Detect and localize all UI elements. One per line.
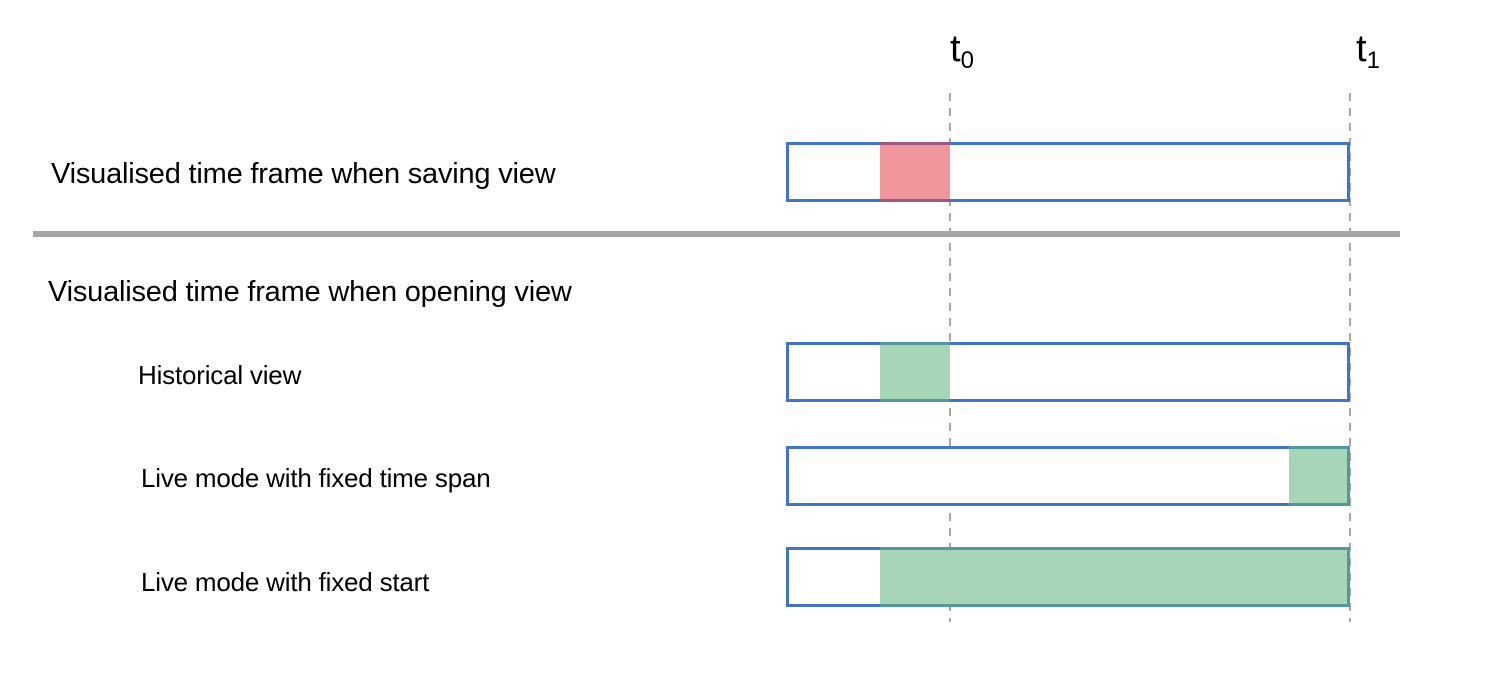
section-divider — [33, 231, 1400, 237]
saved-time-window-segment — [879, 142, 951, 202]
t1-dashed-line — [1349, 93, 1351, 622]
t0-label-base: t — [950, 28, 961, 70]
opening-section-title: Visualised time frame when opening view — [48, 276, 572, 308]
saving-section-title: Visualised time frame when saving view — [51, 158, 556, 190]
fixed-time-span-bar — [786, 446, 1350, 506]
t1-label: t1 — [1356, 30, 1380, 73]
saving-view-bar — [786, 142, 1350, 202]
t1-label-base: t — [1356, 28, 1367, 70]
fixed-start-label: Live mode with fixed start — [141, 567, 430, 597]
t0-label: t0 — [950, 30, 974, 73]
historical-view-label: Historical view — [138, 360, 302, 390]
live-window-segment — [1288, 446, 1350, 506]
historical-window-segment — [879, 342, 951, 402]
t1-label-sub: 1 — [1366, 47, 1380, 74]
historical-view-bar — [786, 342, 1350, 402]
t0-label-sub: 0 — [960, 47, 974, 74]
fixed-start-bar — [786, 547, 1350, 607]
fixed-time-span-label: Live mode with fixed time span — [141, 463, 491, 493]
live-window-segment — [879, 547, 1350, 607]
